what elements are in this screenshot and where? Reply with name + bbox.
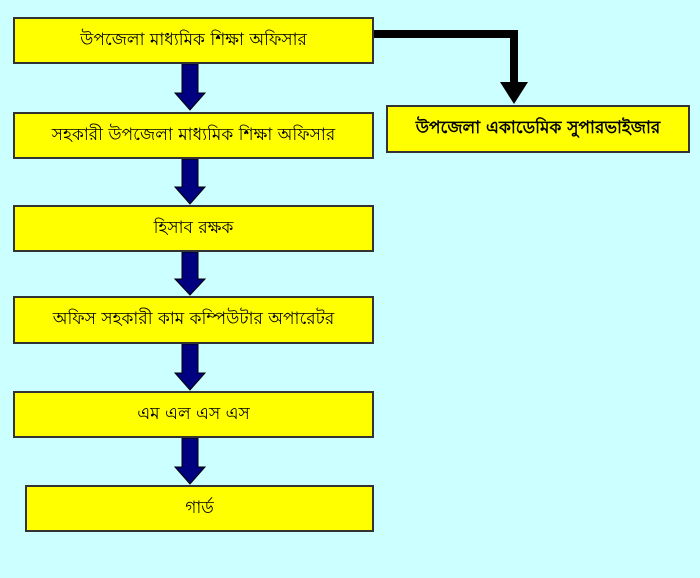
arrow-2: [173, 158, 207, 205]
node-accountant: হিসাব রক্ষক: [13, 205, 374, 252]
node-label: এম এল এস এস: [137, 403, 250, 424]
node-mlss: এম এল এস এস: [13, 391, 374, 438]
node-label: সহকারী উপজেলা মাধ্যমিক শিক্ষা অফিসার: [51, 124, 336, 145]
node-office-assistant: অফিস সহকারী কাম কম্পিউটার অপারেটর: [13, 296, 374, 344]
node-guard: গার্ড: [25, 485, 374, 532]
arrow-1: [173, 63, 207, 111]
arrow-4: [173, 343, 207, 391]
arrow-5: [173, 437, 207, 485]
node-label: হিসাব রক্ষক: [153, 217, 234, 238]
node-label: উপজেলা মাধ্যমিক শিক্ষা অফিসার: [80, 29, 307, 50]
node-academic-supervisor: উপজেলা একাডেমিক সুপারভাইজার: [386, 105, 690, 153]
node-upazila-secondary-education-officer: উপজেলা মাধ্যমিক শিক্ষা অফিসার: [13, 17, 374, 64]
node-assistant-education-officer: সহকারী উপজেলা মাধ্যমিক শিক্ষা অফিসার: [13, 112, 374, 159]
node-label: উপজেলা একাডেমিক সুপারভাইজার: [415, 118, 661, 138]
arrow-3: [173, 251, 207, 296]
node-label: গার্ড: [185, 497, 214, 518]
node-label: অফিস সহকারী কাম কম্পিউটার অপারেটর: [52, 309, 335, 329]
side-arrow: [372, 30, 528, 104]
